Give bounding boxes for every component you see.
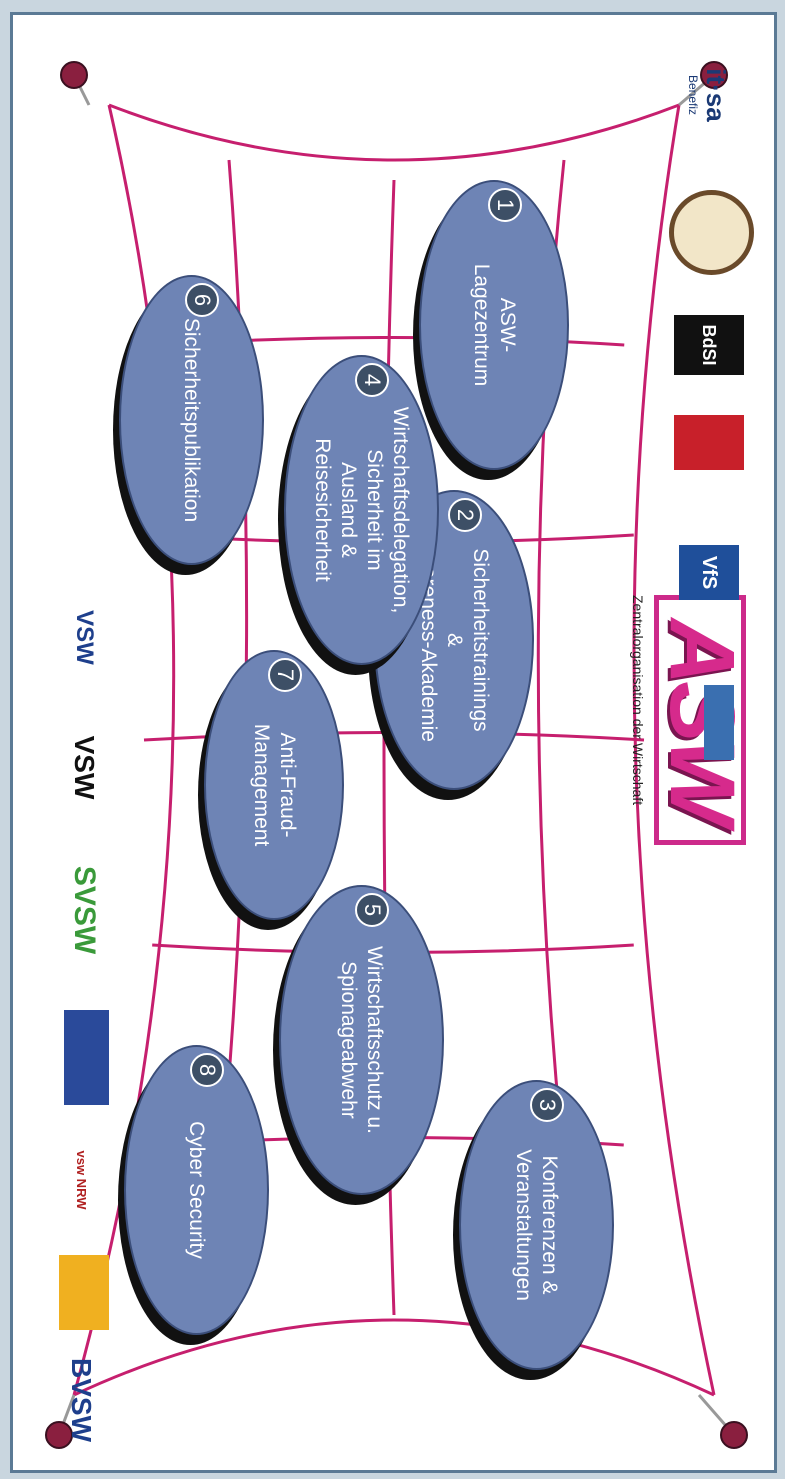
sponsor-logo-red [674,415,744,470]
sponsor-logo-text: vsw NRW [74,1150,89,1210]
net-edge-top [632,104,716,1396]
field-label: Cyber Security [185,1121,209,1259]
sponsor-logo-text: SVSW [68,865,101,955]
sponsor-logo-blue-small [704,685,734,760]
field-number-badge: 2 [448,498,482,532]
sponsor-logo-bdsi: BdSI [674,315,744,375]
field-label: Wirtschaftsdelegation, Sicherheit im Aus… [311,406,413,614]
field-label: Sicherheitspublikation [180,317,204,523]
pin-ball [720,1421,748,1449]
sponsor-logo-text: BVSW [66,1358,98,1442]
field-oval-6: Sicherheitspublikation [119,275,264,565]
field-oval-4: Wirtschaftsdelegation, Sicherheit im Aus… [284,355,439,665]
field-number-badge: 7 [268,658,302,692]
sponsor-logo-text: BdSI [699,324,720,366]
sponsor-logo-bvsw: BVSW [54,1355,109,1445]
field-oval-7: Anti-Fraud- Management [204,650,344,920]
sponsor-logo-vsw: VSW [54,720,114,815]
asw-logo: ASW [651,618,753,822]
field-oval-1: ASW- Lagezentrum [419,180,569,470]
field-label: Konferenzen & Veranstaltungen [512,1149,562,1301]
sponsor-logo-vsw-nrw: vsw NRW [54,1135,109,1225]
asw-subtitle: Zentralorganisation der Wirtschaft [630,595,646,806]
sponsor-logo-svsw: SVSW [54,845,114,975]
sponsor-logo-seal [669,190,754,275]
sponsor-logo-subtext: Benefiz [686,74,701,116]
rotated-stage: ASW Zentralorganisation der Wirtschaft A… [13,15,774,1470]
field-label: Anti-Fraud- Management [250,723,299,847]
field-label: Wirtschaftsschutz u. Spionageabwehr [337,946,387,1134]
pin-ball [60,61,88,89]
pin-ball [45,1421,73,1449]
sponsor-logo-text: it·sa [701,68,732,122]
field-oval-5: Wirtschaftsschutz u. Spionageabwehr [279,885,444,1195]
sponsor-logo-text: VSW [71,610,98,665]
net-edge-left [108,103,680,162]
field-number-badge: 1 [488,188,522,222]
field-label: ASW- Lagezentrum [470,263,519,387]
sponsor-logo-text: VSW [69,735,100,800]
field-oval-8: Cyber Security [124,1045,269,1335]
diagram-frame: ASW Zentralorganisation der Wirtschaft A… [10,12,777,1473]
sponsor-logo-vfs: VfS [679,545,739,600]
field-oval-3: Konferenzen & Veranstaltungen [459,1080,614,1370]
sponsor-logo-blue-rect [64,1010,109,1105]
net-edge-right [73,1318,715,1397]
sponsor-logo-text: VfS [698,555,721,590]
net-pins [45,61,748,1449]
sponsor-logo-yellow [59,1255,109,1330]
sponsor-logo-vsw-left: VSW [54,600,114,675]
pin-ball [700,61,728,89]
